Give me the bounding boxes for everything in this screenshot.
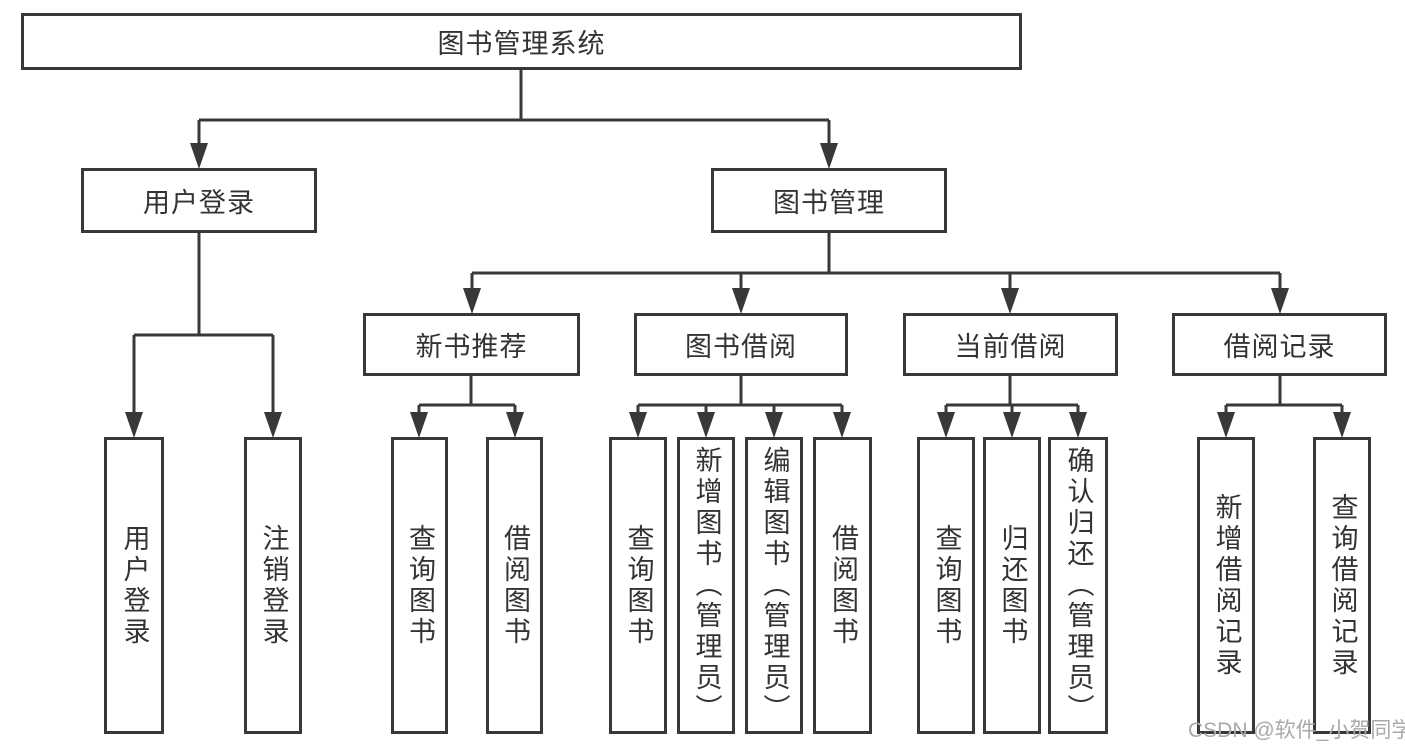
leaf-label: 新增图书（管理员） bbox=[691, 446, 722, 725]
leaf-logout: 注销登录 bbox=[244, 437, 302, 734]
leaf-query-borrow-record: 查询借阅记录 bbox=[1313, 437, 1371, 734]
leaf-edit-book-admin: 编辑图书（管理员） bbox=[745, 437, 803, 734]
leaf-label: 查询图书 bbox=[931, 523, 962, 648]
arrowhead bbox=[1001, 288, 1019, 314]
node-label: 用户登录 bbox=[143, 188, 255, 218]
leaf-borrow-books-recommend: 借阅图书 bbox=[486, 437, 543, 734]
arrowhead bbox=[833, 412, 851, 438]
leaf-borrow-books: 借阅图书 bbox=[813, 437, 872, 734]
leaf-return-book: 归还图书 bbox=[983, 437, 1041, 734]
arrowhead bbox=[820, 143, 838, 169]
connector-records-to-leaves bbox=[1224, 376, 1344, 416]
leaf-label: 查询图书 bbox=[623, 523, 654, 648]
csdn-watermark: CSDN @软件_小贺同学 bbox=[1188, 719, 1405, 742]
connector-newbook-to-leaves bbox=[417, 376, 517, 416]
leaf-query-books-recommend: 查询图书 bbox=[391, 437, 448, 734]
arrowhead bbox=[410, 412, 428, 438]
node-borrow-records: 借阅记录 bbox=[1172, 313, 1387, 376]
node-book-borrow: 图书借阅 bbox=[634, 313, 848, 376]
leaf-label: 归还图书 bbox=[997, 523, 1028, 648]
node-label: 借阅记录 bbox=[1223, 332, 1336, 362]
leaf-label: 查询借阅记录 bbox=[1327, 492, 1358, 679]
leaf-label: 查询图书 bbox=[405, 523, 435, 648]
leaf-add-borrow-record: 新增借阅记录 bbox=[1197, 437, 1255, 734]
node-book-management: 图书管理 bbox=[711, 168, 947, 233]
node-label: 图书借阅 bbox=[685, 332, 797, 362]
arrowhead bbox=[697, 412, 715, 438]
leaf-label: 借阅图书 bbox=[500, 523, 530, 648]
leaf-confirm-return-admin: 确认归还（管理员） bbox=[1048, 437, 1108, 734]
node-root-label: 图书管理系统 bbox=[437, 29, 606, 59]
arrowhead bbox=[1003, 412, 1021, 438]
node-label: 当前借阅 bbox=[954, 332, 1067, 362]
leaf-label: 借阅图书 bbox=[828, 523, 858, 648]
leaf-query-books-current: 查询图书 bbox=[917, 437, 975, 734]
connector-userlogin-to-leaves bbox=[132, 233, 275, 416]
leaf-label: 编辑图书（管理员） bbox=[759, 446, 790, 725]
connector-root-to-level2 bbox=[197, 70, 831, 148]
leaf-user-login: 用户登录 bbox=[104, 437, 164, 734]
node-new-book-recommend: 新书推荐 bbox=[363, 313, 580, 376]
connector-currentborrow-to-leaves bbox=[944, 376, 1080, 416]
leaf-label: 用户登录 bbox=[119, 523, 150, 648]
arrowhead bbox=[264, 412, 282, 438]
arrowhead bbox=[1333, 412, 1351, 438]
arrowhead bbox=[937, 412, 955, 438]
leaf-query-books-borrow: 查询图书 bbox=[609, 437, 667, 734]
leaf-add-book-admin: 新增图书（管理员） bbox=[677, 437, 735, 734]
arrowhead bbox=[1069, 412, 1087, 438]
leaf-label: 注销登录 bbox=[258, 523, 289, 648]
node-root: 图书管理系统 bbox=[21, 13, 1022, 70]
leaf-label: 确认归还（管理员） bbox=[1063, 446, 1094, 725]
connector-bookmgmt-to-level3 bbox=[470, 233, 1282, 292]
arrowhead bbox=[190, 143, 208, 169]
arrowhead bbox=[125, 412, 143, 438]
arrowhead bbox=[506, 412, 524, 438]
leaf-label: 新增借阅记录 bbox=[1211, 492, 1242, 679]
connector-bookborrow-to-leaves bbox=[636, 376, 844, 416]
node-current-borrow: 当前借阅 bbox=[903, 313, 1118, 376]
node-user-login: 用户登录 bbox=[81, 168, 317, 233]
arrowhead bbox=[463, 288, 481, 314]
node-label: 图书管理 bbox=[773, 188, 885, 218]
arrowhead bbox=[765, 412, 783, 438]
arrowheads bbox=[125, 143, 1351, 438]
arrowhead bbox=[629, 412, 647, 438]
node-label: 新书推荐 bbox=[415, 332, 528, 362]
arrowhead bbox=[1217, 412, 1235, 438]
arrowhead bbox=[1271, 288, 1289, 314]
arrowhead bbox=[732, 288, 750, 314]
